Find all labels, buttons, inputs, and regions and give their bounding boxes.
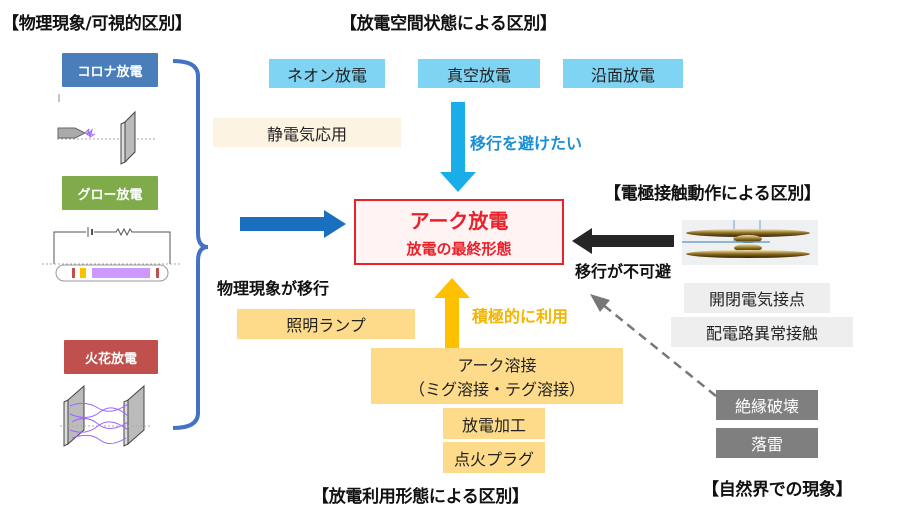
space-box-neon: ネオン放電 [269,59,385,88]
application-lighting-lamp: 照明ランプ [237,309,415,339]
label-avoid-transition: 移行を避けたい [470,134,583,153]
curly-brace [172,59,209,430]
usage-box-edm: 放電加工 [443,408,545,439]
heading-physical: 【物理現象/可視的区別】 [2,14,192,34]
heading-nature: 【自然界での現象】 [702,480,853,500]
arrow-left-dark [572,228,674,254]
arc-discharge-title: アーク放電 [409,209,509,233]
space-box-surface: 沿面放電 [563,59,683,88]
heading-electrode-contact: 【電極接触動作による区別】 [604,184,821,204]
contact-box-abnormal: 配電路異常接触 [671,317,853,347]
tag-corona-discharge: コロナ放電 [62,53,158,87]
tag-glow-discharge: グロー放電 [62,176,158,210]
label-use-actively: 積極的に利用 [472,307,569,326]
arrow-dashed-gray [590,294,717,397]
usage-welding-line2: （ミグ溶接・テグ溶接） [408,380,585,399]
spark-illustration [60,384,150,447]
arrow-up-yellow [434,278,470,358]
contact-box-switching: 開閉電気接点 [684,283,830,313]
arc-discharge-subtitle: 放電の最終形態 [406,240,512,258]
usage-box-arc-welding: アーク溶接 （ミグ溶接・テグ溶接） [371,348,623,404]
nature-box-insulation-breakdown: 絶縁破壊 [716,390,818,420]
arrow-right-blue [240,210,346,238]
application-static-electricity: 静電気応用 [213,118,401,147]
space-box-vacuum: 真空放電 [418,59,540,88]
label-physical-shift: 物理現象が移行 [217,279,330,298]
usage-welding-line1: アーク溶接 [457,356,537,375]
arrow-down-sky [440,102,476,192]
label-unavoidable: 移行が不可避 [575,262,672,281]
heading-space-state: 【放電空間状態による区別】 [340,14,557,34]
heading-usage-form: 【放電利用形態による区別】 [312,487,529,507]
corona-illustration [57,94,155,165]
glow-circuit-illustration [42,227,182,282]
arc-discharge-box: アーク放電 放電の最終形態 [354,199,564,265]
nature-box-lightning: 落雷 [716,428,818,458]
electrical-contact-illustration [682,220,818,265]
tag-spark-discharge: 火花放電 [64,340,158,374]
usage-box-spark-plug: 点火プラグ [443,442,545,473]
